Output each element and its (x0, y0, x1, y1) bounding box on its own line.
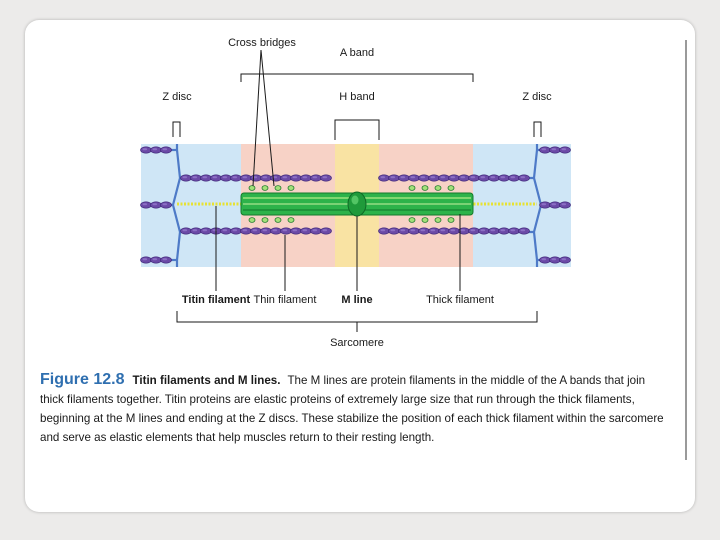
thin-filament-stub-left-mid (141, 202, 172, 208)
thin-filament-stub-right-bottom (540, 257, 571, 263)
cross-bridge-head (288, 218, 294, 223)
h-band-bracket (335, 120, 379, 140)
thin-filament-stub-left-bottom (141, 257, 172, 263)
thin-filament-stub-right-mid (540, 202, 571, 208)
cross-bridge-head (249, 186, 255, 191)
label-h-band: H band (339, 91, 374, 103)
figure-number: Figure 12.8 (40, 371, 124, 388)
label-cross-bridges: Cross bridges (228, 37, 296, 49)
label-thin-filament: Thin filament (254, 294, 317, 306)
label-titin-filament: Titin filament (182, 294, 251, 306)
z-disc-left-bracket (173, 122, 180, 137)
figure-title: Titin filaments and M lines. (132, 374, 280, 387)
cross-bridge-head (448, 186, 454, 191)
cross-bridge-head (448, 218, 454, 223)
thin-filament-right-lower (379, 228, 530, 234)
m-line (348, 192, 366, 216)
thin-filament-left-upper (181, 175, 332, 181)
cross-bridge-head (435, 186, 441, 191)
z-disc-right-bracket (534, 122, 541, 137)
cross-bridge-head (288, 186, 294, 191)
cross-bridge-head (275, 186, 281, 191)
cross-bridge-head (262, 218, 268, 223)
label-z-disc-right: Z disc (522, 91, 552, 103)
label-thick-filament: Thick filament (426, 294, 494, 306)
thin-filament-right-upper (379, 175, 530, 181)
thin-filament-stub-left-top (141, 147, 172, 153)
sarcomere-bracket (177, 311, 537, 322)
cross-bridge-head (275, 218, 281, 223)
a-band-bracket (241, 74, 473, 82)
label-sarcomere: Sarcomere (330, 337, 384, 349)
cross-bridge-head (249, 218, 255, 223)
label-a-band: A band (340, 47, 374, 59)
thin-filament-stub-right-top (540, 147, 571, 153)
cross-bridge-head (422, 186, 428, 191)
cross-bridge-head (262, 186, 268, 191)
cross-bridge-head (422, 218, 428, 223)
cross-bridge-head (435, 218, 441, 223)
cross-bridge-head (409, 218, 415, 223)
cross-bridge-head (409, 186, 415, 191)
thin-filament-left-lower (181, 228, 332, 234)
label-z-disc-left: Z disc (162, 91, 192, 103)
label-m-line: M line (341, 294, 372, 306)
